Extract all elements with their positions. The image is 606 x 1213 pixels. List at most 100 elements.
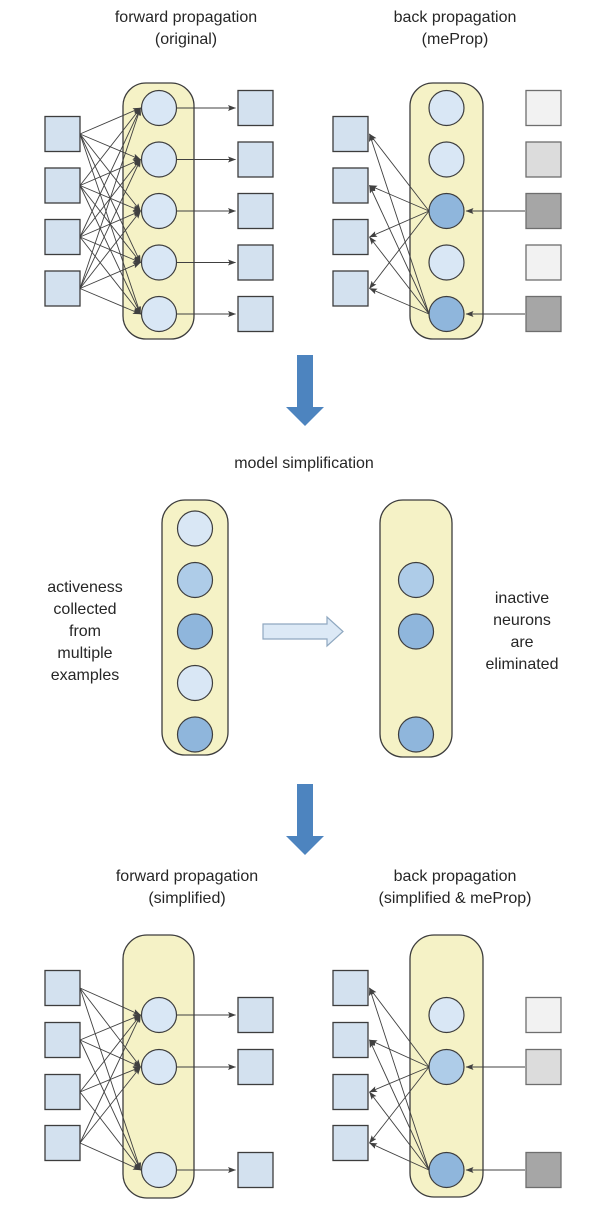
output-square [237, 295, 274, 333]
connection-arrow [79, 987, 141, 1016]
input-square [332, 1021, 369, 1059]
input-square [44, 218, 81, 256]
bottom-left-inputs [44, 969, 81, 1162]
hidden-neuron [428, 996, 465, 1034]
down-arrow-icon [286, 784, 324, 855]
output-square [525, 141, 562, 178]
input-square [332, 115, 369, 153]
hidden-neuron [140, 1048, 178, 1086]
hidden-neuron [428, 192, 465, 230]
output-square [525, 996, 562, 1034]
connection-arrow [79, 1014, 141, 1041]
input-square [332, 1073, 369, 1111]
bottom-left-hidden-layer [140, 996, 178, 1189]
connection-arrow [369, 1091, 430, 1171]
output-square [237, 996, 274, 1034]
top-left-outputs [237, 89, 274, 333]
input-square [44, 1124, 81, 1162]
output-square [525, 1048, 562, 1086]
connection-arrow [369, 185, 430, 212]
connection-arrow [368, 987, 430, 1171]
output-square [237, 141, 274, 178]
connection-arrow [79, 288, 141, 315]
connection-arrow [369, 185, 430, 315]
output-square [525, 89, 562, 127]
output-square [237, 1151, 274, 1189]
top-right-edges [369, 133, 525, 317]
collected-activeness-neuron [176, 561, 214, 599]
top-right-hidden-layer [428, 89, 465, 333]
connection-arrow [369, 288, 430, 315]
connection-arrow [79, 262, 141, 289]
right-arrow-icon [262, 615, 344, 648]
input-square [44, 1021, 81, 1059]
connection-arrow [79, 1091, 141, 1171]
title-line: (simplified & meProp) [378, 890, 532, 907]
output-square [525, 244, 562, 281]
connection-arrow [79, 107, 141, 135]
input-square [332, 1124, 369, 1162]
connection-arrow [79, 107, 141, 289]
hidden-neuron [428, 244, 465, 281]
bottom-right-edges [368, 987, 525, 1173]
output-square [237, 89, 274, 127]
hidden-neuron [428, 141, 465, 178]
top-right-inputs [332, 115, 369, 307]
hidden-neuron [140, 141, 178, 178]
connection-arrow [369, 1039, 430, 1068]
hidden-neuron [140, 244, 178, 281]
input-square [332, 969, 369, 1007]
input-square [44, 270, 81, 307]
retained-neuron [397, 613, 435, 650]
input-square [44, 969, 81, 1007]
retained-neuron [397, 716, 435, 753]
connection-arrow [369, 1142, 430, 1171]
connection-arrow [79, 159, 141, 289]
bottom-right-outputs [525, 996, 562, 1189]
hidden-neuron [428, 295, 465, 333]
hidden-neuron [428, 1048, 465, 1086]
connection-arrow [79, 1066, 141, 1144]
input-square [332, 270, 369, 307]
hidden-neuron [140, 1151, 178, 1189]
collected-activeness-neuron [176, 664, 214, 702]
title-line: (simplified) [148, 890, 226, 907]
connection-arrow [369, 1039, 430, 1171]
connection-arrow [79, 107, 141, 186]
collected-activeness-neuron [176, 613, 214, 650]
connection-arrow [369, 987, 430, 1068]
top-left-hidden-layer [140, 89, 178, 333]
output-square [525, 192, 562, 230]
title-line: (original) [154, 31, 218, 48]
connection-arrow [79, 210, 141, 289]
connection-arrow [79, 1014, 141, 1144]
retained-neuron [397, 561, 435, 599]
bottom-left-title: forward propagation (simplified) [62, 866, 312, 910]
connection-arrow [369, 133, 430, 315]
bottom-left-outputs [237, 996, 274, 1189]
activeness-note: activeness collected from multiple examp… [47, 579, 123, 684]
collected-activeness-neuron [176, 716, 214, 753]
top-right-outputs [525, 89, 562, 333]
model-simplification-label: model simplification [234, 455, 374, 472]
output-square [525, 1151, 562, 1189]
bottom-right-title: back propagation (simplified & meProp) [330, 866, 580, 910]
title-line: (meProp) [421, 31, 489, 48]
input-square [332, 167, 369, 204]
title-line: back propagation [393, 868, 517, 885]
top-left-inputs [44, 115, 81, 307]
input-square [332, 218, 369, 256]
connection-arrow [369, 236, 430, 315]
output-square [525, 295, 562, 333]
bottom-right-inputs [332, 969, 369, 1162]
collected-activeness-neuron [176, 510, 214, 547]
connection-arrow [79, 107, 141, 238]
title-line: forward propagation [114, 9, 258, 26]
connection-arrow [79, 1014, 141, 1093]
title-line: back propagation [393, 9, 517, 26]
output-square [237, 244, 274, 281]
bottom-right-hidden-layer [428, 996, 465, 1189]
input-square [44, 167, 81, 204]
